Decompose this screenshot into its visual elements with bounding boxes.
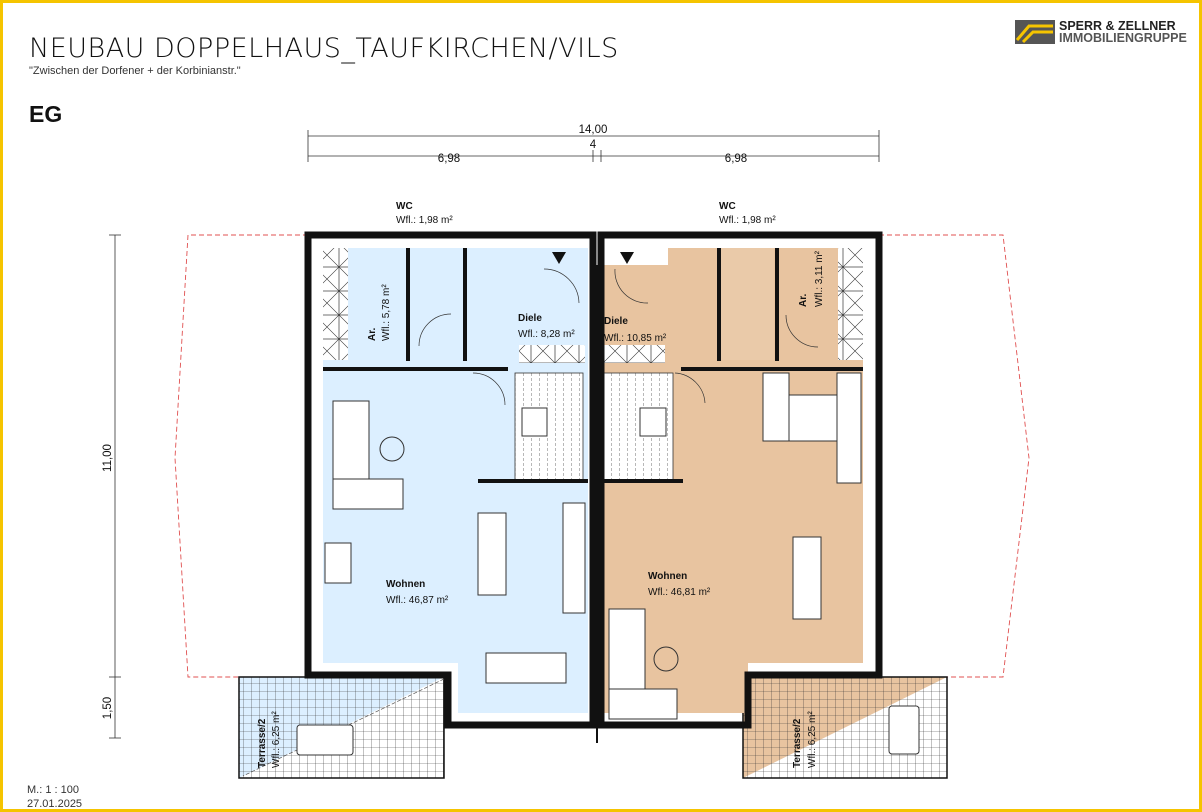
terrace-left: Terrasse/2 Wfl.: 6,25 m²	[238, 676, 445, 779]
right-diele-area: Wfl.: 10,85 m²	[604, 333, 667, 344]
dim-depth: 11,00	[102, 444, 114, 472]
left-diele-name: Diele	[518, 313, 542, 324]
right-wohnen-area: Wfl.: 46,81 m²	[648, 587, 711, 598]
dim-terrace-depth: 1,50	[102, 697, 114, 719]
entrance-arrow-left-icon	[552, 252, 566, 264]
left-wc-name: WC	[396, 201, 413, 212]
page-title: NEUBAU DOPPELHAUS_TAUFKIRCHEN/VILS	[29, 33, 619, 64]
right-wc-name: WC	[719, 201, 736, 212]
company-logo: SPERR & ZELLNER IMMOBILIENGRUPPE	[1015, 20, 1187, 44]
dim-total-width: 14,00	[579, 124, 608, 136]
terrace-left-name: Terrasse/2	[257, 718, 268, 768]
left-wohnen-name: Wohnen	[386, 579, 425, 590]
left-ar-name: Ar.	[367, 327, 378, 341]
right-wohnen-name: Wohnen	[648, 571, 687, 582]
terrace-left-area: Wfl.: 6,25 m²	[271, 711, 282, 768]
logo-line1: SPERR & ZELLNER	[1059, 19, 1176, 33]
footer: M.: 1 : 100 27.01.2025	[27, 783, 83, 810]
date-label: 27.01.2025	[27, 798, 83, 810]
unit-right	[597, 231, 883, 729]
left-ar-area: Wfl.: 5,78 m²	[381, 284, 392, 341]
page-subtitle: "Zwischen der Dorfener + der Korbinianst…	[29, 65, 241, 77]
left-wc-area: Wfl.: 1,98 m²	[396, 215, 453, 226]
left-diele-area: Wfl.: 8,28 m²	[518, 329, 575, 340]
terrace-right-name: Terrasse/2	[792, 718, 803, 768]
left-wohnen-area: Wfl.: 46,87 m²	[386, 595, 449, 606]
terrace-right: Terrasse/2 Wfl.: 6,25 m²	[742, 676, 948, 779]
right-diele-name: Diele	[604, 316, 628, 327]
logo-line2: IMMOBILIENGRUPPE	[1059, 31, 1187, 45]
dimension-lines	[109, 130, 880, 739]
roof-logo-icon	[1015, 20, 1055, 44]
right-ar-area: Wfl.: 3,11 m²	[814, 250, 825, 307]
scale-label: M.: 1 : 100	[27, 784, 79, 796]
dim-right-width: 6,98	[725, 153, 747, 165]
terrace-right-area: Wfl.: 6,25 m²	[807, 711, 818, 768]
floor-plan-drawing: 14,00 4 6,98 6,98 11,00 1,50 Terrasse/2 …	[102, 124, 1030, 779]
unit-left	[304, 231, 597, 729]
plot-boundary	[174, 234, 1030, 678]
dim-left-width: 6,98	[438, 153, 460, 165]
right-wc-area: Wfl.: 1,98 m²	[719, 215, 776, 226]
dim-center-mark: 4	[590, 139, 597, 151]
right-ar-name: Ar.	[798, 293, 809, 307]
floor-label: EG	[29, 101, 63, 127]
entrance-arrow-right-icon	[620, 252, 634, 264]
